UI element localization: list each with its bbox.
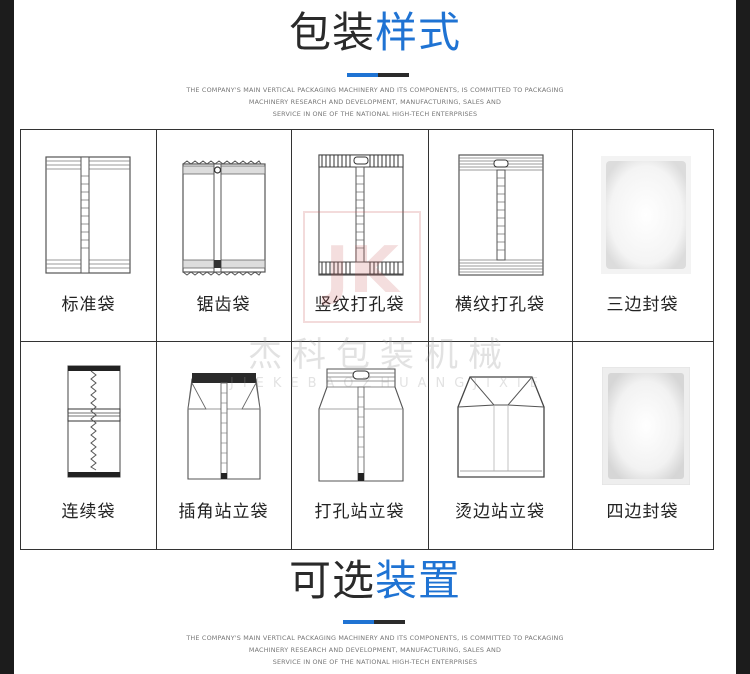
subtitle-line: THE COMPANY'S MAIN VERTICAL PACKAGING MA… bbox=[186, 634, 564, 642]
bag-label: 三边封袋 bbox=[606, 295, 679, 315]
title-accent-part: 装置 bbox=[375, 556, 462, 605]
bag-cell-horizontal-stripe-punch: 横纹打孔袋 bbox=[428, 130, 572, 341]
bag-style-grid: 标准袋 锯齿袋 bbox=[20, 129, 714, 550]
bag-label: 竖纹打孔袋 bbox=[314, 295, 405, 315]
watermark-logo-text: JK bbox=[321, 234, 401, 308]
bag-label: 打孔站立袋 bbox=[314, 502, 405, 522]
bag-label: 连续袋 bbox=[61, 502, 116, 522]
horizontal-stripe-punch-bag-icon bbox=[458, 154, 544, 276]
vertical-stripe-punch-bag-icon bbox=[318, 154, 404, 276]
subtitle-line: MACHINERY RESEARCH AND DEVELOPMENT, MANU… bbox=[248, 98, 502, 106]
bag-label: 横纹打孔袋 bbox=[455, 295, 545, 315]
bag-label: 四边封袋 bbox=[606, 502, 679, 522]
subtitle-line: SERVICE IN ONE OF THE NATIONAL HIGH-TECH… bbox=[272, 658, 478, 666]
bag-cell-four-side-seal: 四边封袋 bbox=[572, 341, 713, 550]
continuous-bag-icon bbox=[67, 365, 121, 481]
title-dark-part: 包装 bbox=[288, 8, 375, 57]
section-title-optional-devices: 可选装置 bbox=[0, 560, 750, 602]
bag-cell-three-side-seal: 三边封袋 bbox=[572, 130, 713, 341]
bag-cell-punch-stand-up: 打孔站立袋 bbox=[291, 341, 428, 550]
subtitle-line: SERVICE IN ONE OF THE NATIONAL HIGH-TECH… bbox=[272, 110, 478, 118]
bag-label: 标准袋 bbox=[61, 295, 116, 315]
watermark-subtext: JIEKEBAOZHUANGJIXIE bbox=[230, 376, 547, 391]
bag-label: 烫边站立袋 bbox=[455, 502, 545, 522]
title-accent-part: 样式 bbox=[375, 8, 462, 57]
subtitle-line: MACHINERY RESEARCH AND DEVELOPMENT, MANU… bbox=[248, 646, 502, 654]
gusset-stand-up-bag-icon bbox=[178, 369, 270, 481]
four-side-seal-bag-icon bbox=[602, 367, 690, 485]
left-frame-border bbox=[0, 0, 14, 674]
bag-cell-gusset-stand-up: 插角站立袋 bbox=[156, 341, 291, 550]
watermark-text: 杰科包装机械 bbox=[248, 335, 512, 375]
bag-cell-standard: 标准袋 bbox=[21, 130, 156, 341]
title-underline bbox=[343, 620, 405, 624]
subtitle-line: THE COMPANY'S MAIN VERTICAL PACKAGING MA… bbox=[186, 86, 564, 94]
bag-cell-vertical-stripe-punch: 竖纹打孔袋 bbox=[291, 130, 428, 341]
bag-label: 插角站立袋 bbox=[178, 502, 269, 522]
hot-edge-stand-up-bag-icon bbox=[454, 371, 548, 481]
bag-cell-zigzag: 锯齿袋 bbox=[156, 130, 291, 341]
section-subtitle: THE COMPANY'S MAIN VERTICAL PACKAGING MA… bbox=[170, 632, 580, 668]
zigzag-bag-icon bbox=[182, 160, 266, 276]
watermark-logo: JK bbox=[300, 208, 424, 326]
punch-stand-up-bag-icon bbox=[315, 365, 407, 483]
three-side-seal-bag-icon bbox=[601, 156, 691, 274]
section-subtitle: THE COMPANY'S MAIN VERTICAL PACKAGING MA… bbox=[170, 84, 580, 120]
title-dark-part: 可选 bbox=[288, 556, 375, 605]
right-frame-border bbox=[736, 0, 750, 674]
bag-label: 锯齿袋 bbox=[196, 295, 251, 315]
section-title-packaging-styles: 包装样式 bbox=[0, 12, 750, 54]
title-underline bbox=[347, 73, 409, 77]
bag-cell-hot-edge-stand-up: 烫边站立袋 bbox=[428, 341, 572, 550]
standard-bag-icon bbox=[45, 156, 131, 274]
bag-cell-continuous: 连续袋 bbox=[21, 341, 156, 550]
